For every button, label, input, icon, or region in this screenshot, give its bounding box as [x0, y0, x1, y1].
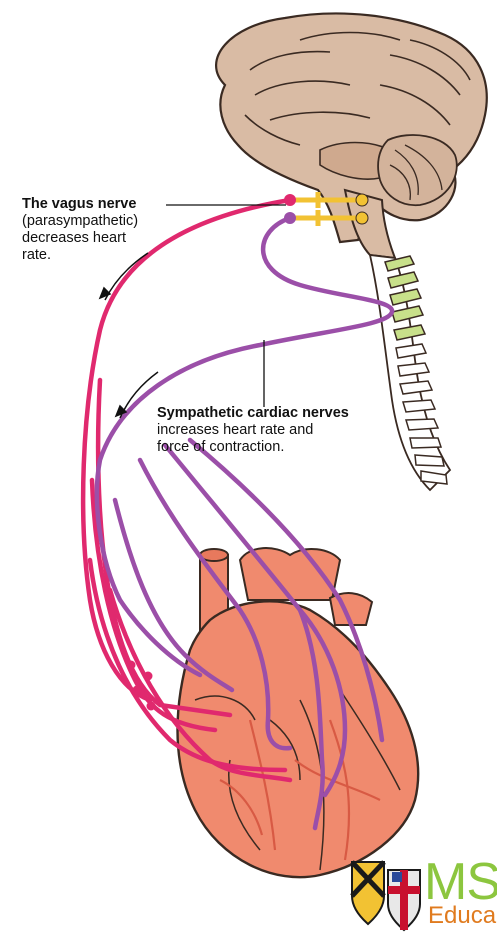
vagus-line-3: rate. [22, 247, 138, 264]
vagus-line-1: (parasympathetic) [22, 213, 138, 230]
spinal-column [370, 255, 450, 490]
vagus-title: The vagus nerve [22, 196, 138, 213]
sympathetic-nerve-terminals [284, 212, 296, 224]
institution-logo: MS Educa [348, 856, 497, 932]
logo-text-small: Educa [428, 902, 496, 930]
vagus-line-2: decreases heart [22, 230, 138, 247]
sympathetic-line-1: increases heart rate and [157, 422, 349, 439]
vagus-nerve-label: The vagus nerve (parasympathetic) decrea… [22, 196, 138, 264]
brain [216, 13, 487, 258]
crest-icon [348, 856, 424, 932]
sympathetic-title: Sympathetic cardiac nerves [157, 405, 349, 422]
sympathetic-line-2: force of contraction. [157, 439, 349, 456]
arrow-head-icon [100, 288, 110, 298]
sympathetic-nerve-label: Sympathetic cardiac nerves increases hea… [157, 405, 349, 456]
